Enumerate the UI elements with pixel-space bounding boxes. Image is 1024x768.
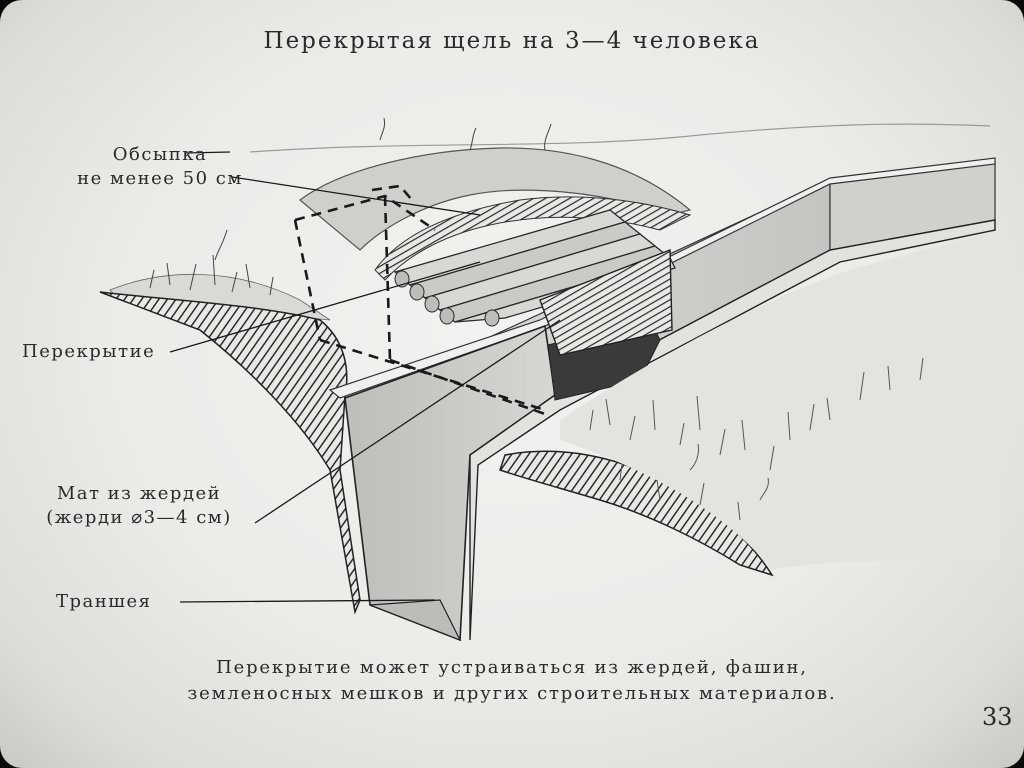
label-earth-cover-line1: Обсыпка <box>112 144 208 165</box>
horizon-line <box>249 123 991 153</box>
leader-lines <box>169 151 561 603</box>
page-title: Перекрытая щель на 3—4 человека <box>263 28 761 54</box>
leader-obsypka-b <box>231 176 481 216</box>
earth-cut-right <box>499 450 774 577</box>
label-cover: Перекрытие <box>22 341 156 362</box>
label-pole-mat-line2: (жерди ⌀3—4 см) <box>46 507 232 528</box>
grass-right <box>560 232 1000 570</box>
trench-right-wall <box>469 219 996 641</box>
label-earth-cover: Обсыпка не менее 50 см <box>70 143 250 191</box>
page-number: 33 <box>982 703 1013 731</box>
label-earth-cover-line2: не менее 50 см <box>77 168 243 189</box>
pole-mat <box>539 248 673 356</box>
trench-left-wall <box>344 324 556 642</box>
trench-bottom <box>369 599 462 642</box>
caption-line1: Перекрытие может устраиваться из жердей,… <box>216 657 808 678</box>
earth-cover-mound <box>299 147 692 251</box>
leader-perekrytie <box>169 261 481 353</box>
label-trench: Траншея <box>56 591 152 612</box>
log-ends <box>394 270 500 327</box>
leader-transheya <box>179 599 436 603</box>
earth-cut-left <box>99 291 361 615</box>
caption: Перекрытие может устраиваться из жердей,… <box>0 655 1024 707</box>
caption-line2: земленосных мешков и других строительных… <box>187 683 837 704</box>
grass-strokes-left <box>149 117 552 296</box>
grass-strokes-right <box>589 357 924 521</box>
leader-obsypka-a <box>184 151 231 154</box>
grass-left <box>109 273 331 321</box>
label-pole-mat-line1: Мат из жердей <box>56 483 222 504</box>
shelter-dashed-outline <box>293 184 549 417</box>
label-pole-mat: Мат из жердей (жерди ⌀3—4 см) <box>24 482 254 530</box>
leader-mat <box>254 319 561 524</box>
